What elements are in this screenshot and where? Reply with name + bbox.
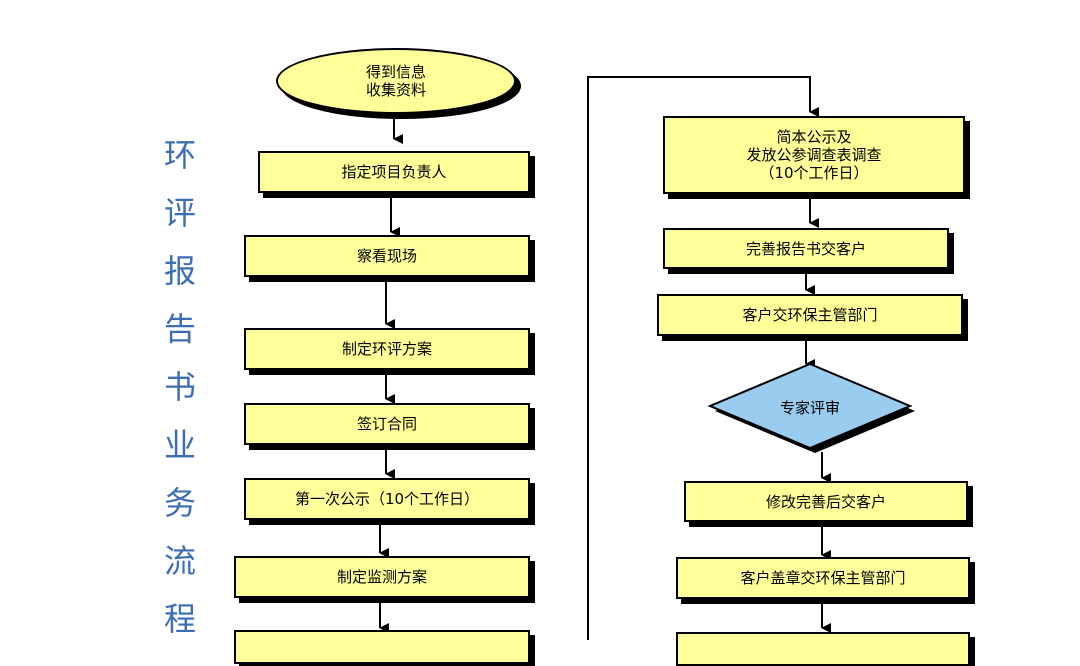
title-char: 报	[163, 252, 196, 290]
step-gather-info: 得到信息 收集资料	[276, 48, 516, 114]
step-first-publicity: 第一次公示（10个工作日）	[244, 478, 530, 520]
step-revise-report: 修改完善后交客户	[684, 481, 968, 522]
flowchart-canvas	[379, 76, 915, 640]
title-char: 书	[163, 368, 196, 406]
step-site-survey: 察看现场	[244, 235, 530, 277]
step-eia-plan: 制定环评方案	[244, 328, 530, 370]
title-char: 评	[163, 194, 196, 232]
step-right-cutoff	[676, 632, 970, 666]
step-assign-leader: 指定项目负责人	[258, 151, 530, 193]
step-left-cutoff	[234, 630, 530, 664]
title-char: 业	[163, 426, 196, 464]
title-char: 务	[163, 484, 196, 522]
title-char: 告	[163, 310, 196, 348]
title-char: 程	[163, 600, 196, 638]
step-stamp-submit: 客户盖章交环保主管部门	[676, 557, 970, 599]
step-improve-report: 完善报告书交客户	[663, 228, 949, 269]
expert-review-label: 专家评审	[779, 399, 840, 417]
connector-line	[587, 76, 819, 640]
title-char: 环	[163, 136, 196, 174]
step-sign-contract: 签订合同	[244, 403, 530, 445]
vertical-title: 环 评 报 告 书 业 务 流 程	[160, 126, 200, 648]
expert-review-diamond	[707, 362, 913, 450]
step-submit-authority: 客户交环保主管部门	[657, 294, 963, 336]
step-monitoring-plan: 制定监测方案	[234, 556, 530, 598]
title-char: 流	[163, 542, 196, 580]
step-summary-publicity: 简本公示及 发放公参调查表调查 （10个工作日）	[663, 116, 965, 194]
